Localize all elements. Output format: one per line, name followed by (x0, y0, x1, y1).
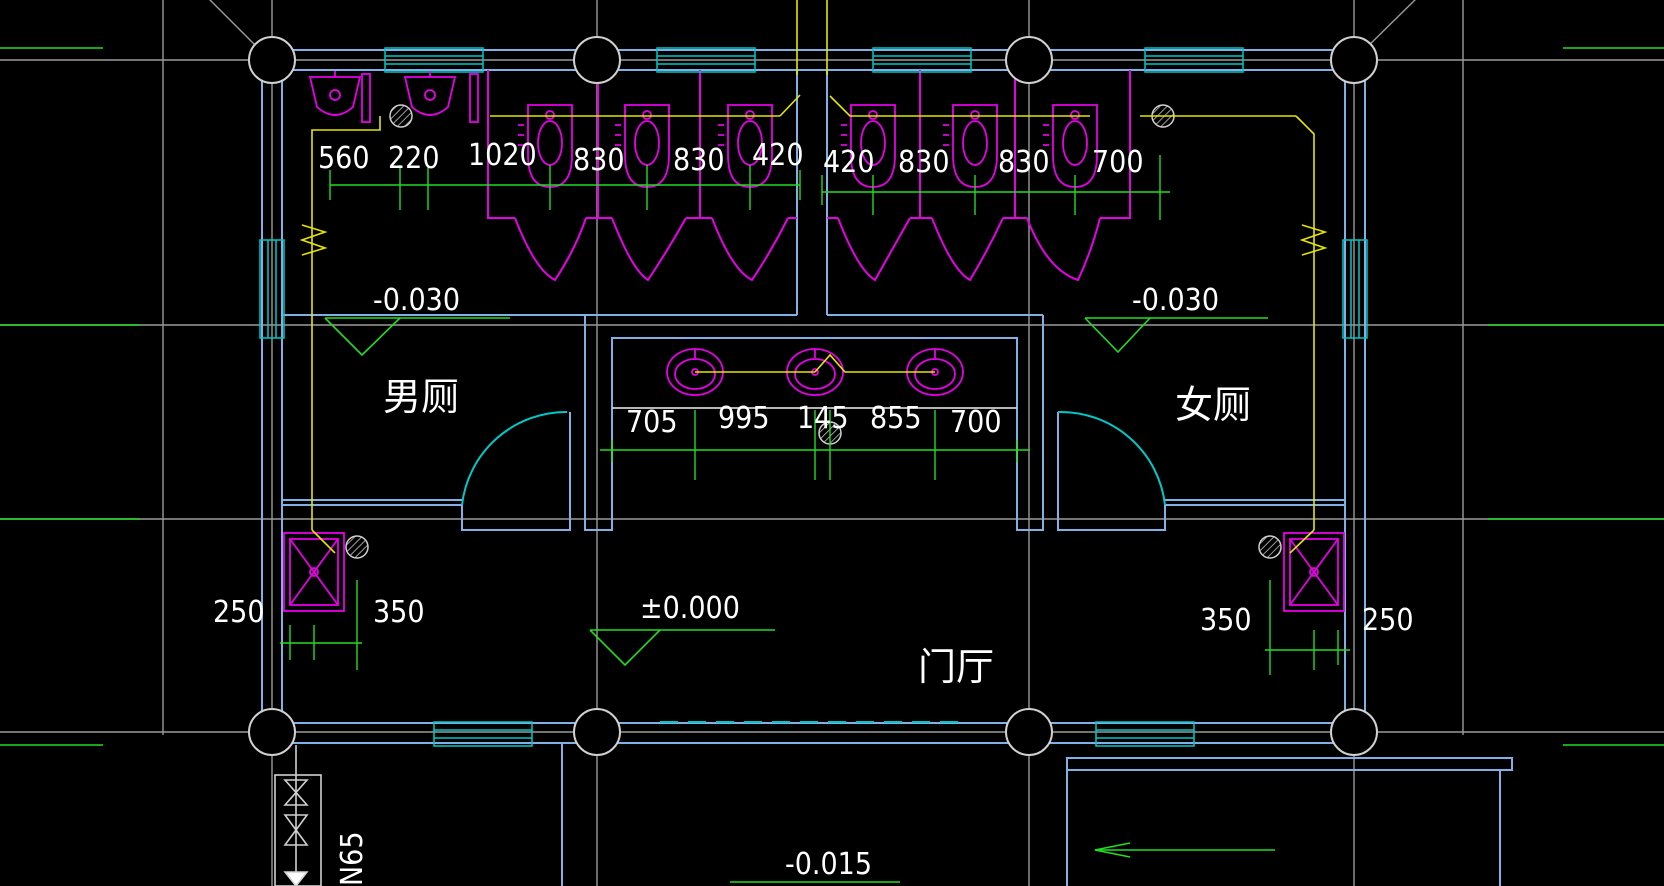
dim-top-left-1: 560 (318, 141, 370, 176)
dim-top-right-2: 830 (898, 145, 950, 180)
cubicle-partitions (487, 70, 1131, 282)
level-womens: -0.030 (1132, 283, 1219, 318)
urinal (308, 71, 362, 116)
dim-top-right-3: 830 (998, 145, 1050, 180)
direction-arrow (1094, 842, 1275, 858)
dim-sink-3: 145 (797, 401, 849, 436)
dim-top-left-4: 830 (573, 143, 625, 178)
dim-sink-2: 995 (718, 401, 770, 436)
wash-basins (612, 348, 1017, 409)
level-outside: -0.015 (785, 847, 872, 882)
room-mens-label: 男厕 (383, 375, 459, 419)
dim-top-left-3: 1020 (468, 138, 537, 173)
dim-right-drain-1: 350 (1200, 603, 1252, 638)
room-labels: 男厕 女厕 门厅 (383, 375, 1251, 689)
pipe-risers (345, 104, 1282, 559)
room-lobby-label: 门厅 (918, 645, 994, 689)
dim-left-drain-1: 250 (213, 595, 265, 630)
level-markers (324, 317, 1268, 883)
water-pipes (299, 0, 1328, 554)
squat-toilet (1043, 104, 1098, 188)
pipe-size-label: N65 (335, 831, 370, 886)
floor-drains (283, 532, 1345, 612)
level-labels: -0.030 -0.030 ±0.000 -0.015 (373, 283, 1219, 882)
dim-top-left-5: 830 (673, 143, 725, 178)
dim-sink-1: 705 (626, 405, 678, 440)
dim-sink-5: 700 (950, 405, 1002, 440)
building-walls (261, 49, 1513, 886)
dim-top-left-2: 220 (388, 141, 440, 176)
squat-toilet (943, 104, 998, 188)
urinals (308, 71, 479, 123)
door-arcs (461, 410, 1166, 723)
structural-columns (248, 36, 1378, 756)
dimension-labels: 560 220 1020 830 830 420 420 830 830 700… (213, 138, 1414, 638)
edge-dimension-lines (0, 47, 1664, 746)
level-mens: -0.030 (373, 283, 460, 318)
dim-top-right-4: 700 (1092, 145, 1144, 180)
valve-assembly (274, 745, 322, 886)
urinal (403, 71, 457, 116)
level-lobby: ±0.000 (640, 591, 740, 626)
dim-left-drain-2: 350 (373, 595, 425, 630)
dim-top-right-1: 420 (823, 145, 875, 180)
dim-right-drain-2: 250 (1362, 603, 1414, 638)
dim-sink-4: 855 (870, 401, 922, 436)
dim-top-left-6: 420 (752, 138, 804, 173)
windows (259, 47, 1368, 747)
room-womens-label: 女厕 (1175, 383, 1251, 427)
dimension-lines (280, 155, 1350, 675)
